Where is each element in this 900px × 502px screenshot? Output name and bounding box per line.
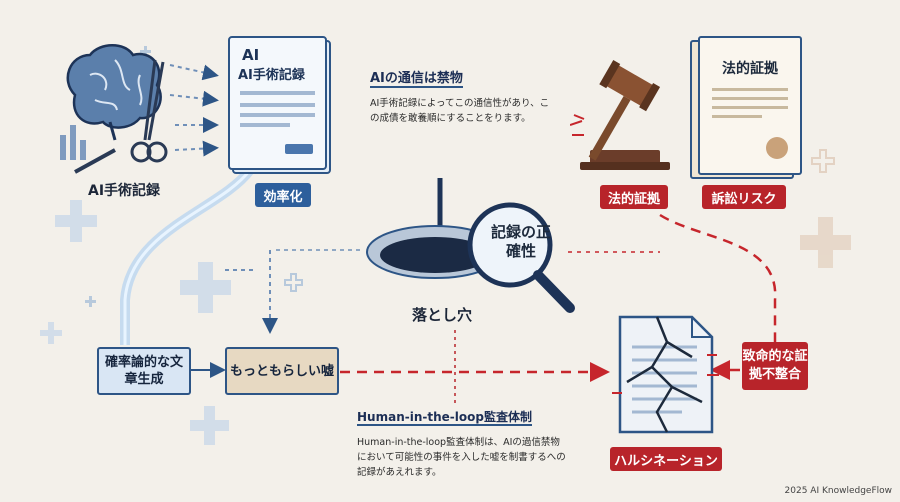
pitfall-label: 落とし穴	[412, 306, 473, 324]
probabilistic-generation-box: 確率論的な文章生成	[97, 347, 191, 395]
pitfall-magnifier-icon	[366, 202, 575, 313]
plausible-lie-box: もっともらしい嘘	[225, 347, 339, 395]
brain-label: AI手術記録	[88, 183, 161, 199]
note1-body: AI手術記録によってこの通信性があり、この成債を敢養順にすることをります。	[370, 98, 550, 124]
doc-button-icon	[285, 144, 313, 154]
doc-title: AI手術記録	[238, 68, 305, 83]
note-human-in-the-loop: Human-in-the-loop監査体制 Human-in-the-loop監…	[357, 408, 567, 480]
efficiency-tag: 効率化	[255, 183, 311, 207]
legal-doc-title: 法的証拠	[722, 61, 778, 77]
brain-scissors-icon	[60, 44, 168, 174]
note1-title: AIの通信は禁物	[370, 71, 463, 88]
legal-evidence-tag: 法的証拠	[600, 185, 668, 209]
legal-document: 法的証拠	[690, 36, 802, 179]
cracked-document-icon	[612, 315, 719, 434]
note2-body: Human-in-the-loop監査体制は、AIの過信禁物において可能性の事件…	[357, 437, 566, 478]
seal-icon	[766, 137, 788, 159]
fatal-inconsistency-tag: 致命的な証拠不整合	[742, 342, 808, 390]
litigation-risk-tag: 訴訟リスク	[702, 185, 786, 209]
footer-credit: 2025 AI KnowledgeFlow	[784, 486, 892, 496]
note-overreliance: AIの通信は禁物 AI手術記録によってこの通信性があり、この成債を敢養順にするこ…	[370, 67, 550, 126]
doc-ai-small: AI	[242, 46, 260, 64]
hallucination-tag: ハルシネーション	[610, 447, 722, 471]
magnifier-text: 記録の正確性	[490, 223, 551, 260]
gavel-icon	[570, 59, 670, 170]
note2-title: Human-in-the-loop監査体制	[357, 410, 532, 426]
ai-record-document: AI AI手術記録	[228, 36, 331, 174]
